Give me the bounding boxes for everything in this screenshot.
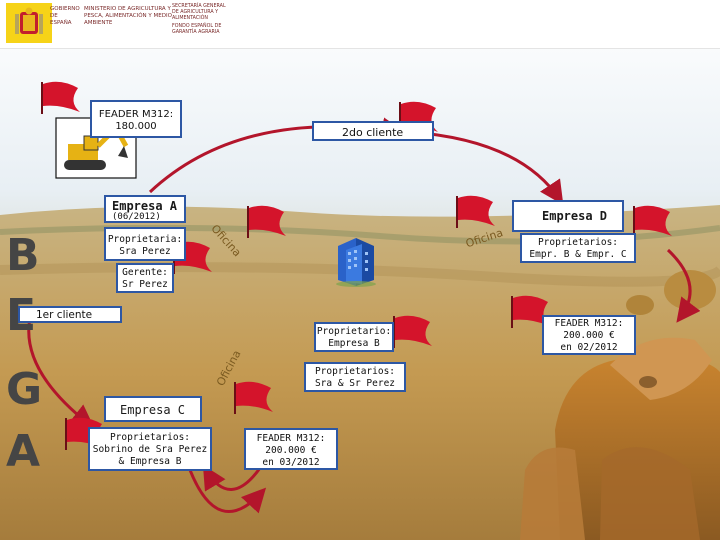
feader-022012-box: FEADER M312: 200.000 € en 02/2012 — [542, 315, 636, 355]
fondo-label: FONDO ESPAÑOL DE GARANTÍA AGRARIA — [172, 24, 222, 36]
empresa-c-box: Empresa C — [104, 396, 202, 422]
gerente-line2: Sr Perez — [122, 279, 168, 290]
feader-032012-line2: 200.000 € — [265, 445, 317, 456]
empresa-c-owners-line3: & Empresa B — [118, 456, 182, 467]
ministry-label: MINISTERIO DE AGRICULTURA Y PESCA, ALIME… — [84, 6, 172, 26]
header-bar: GOBIERNO DE ESPAÑA MINISTERIO DE AGRICUL… — [0, 0, 720, 49]
empresa-d-owners-box: Proprietarios: Empr. B & Empr. C — [520, 233, 636, 263]
primer-cliente-label: 1er cliente — [36, 309, 93, 321]
empresa-b-owner-line2: Empresa B — [328, 338, 380, 349]
empresa-d-box: Empresa D — [512, 200, 624, 232]
empresa-d-title: Empresa D — [542, 209, 608, 223]
empresa-a-date: (06/2012) — [112, 212, 161, 222]
empresa-b-owner-line1: Proprietario: — [316, 326, 392, 337]
empresa-c-title: Empresa C — [120, 403, 186, 417]
empresa-c-owners-line2: Sobrino de Sra Perez — [92, 444, 208, 455]
ministry-text-panel — [52, 3, 230, 43]
feader-022012-line2: 200.000 € — [563, 330, 615, 341]
empresa-a-owner-box: Proprietaria: Sra Perez — [104, 227, 186, 261]
empresa-a-owner-line2: Sra Perez — [119, 246, 171, 257]
spain-coat-of-arms-icon — [15, 7, 43, 34]
gerente-box: Gerente: Sr Perez — [116, 263, 174, 293]
sra-sr-perez-line2: Sra & Sr Perez — [314, 378, 396, 389]
empresa-a-title: Empresa A — [112, 199, 178, 213]
feader-032012-box: FEADER M312: 200.000 € en 03/2012 — [244, 428, 338, 470]
sra-sr-perez-line1: Proprietarios: — [314, 366, 396, 377]
side-letter: A — [6, 426, 41, 477]
feader-032012-line3: en 03/2012 — [262, 457, 320, 468]
gov-label: GOBIERNO DE ESPAÑA — [50, 6, 80, 26]
sra-sr-perez-box: Proprietarios: Sra & Sr Perez — [304, 362, 406, 392]
feader-022012-line1: FEADER M312: — [554, 318, 624, 329]
cattle-illustration — [520, 337, 720, 540]
side-letter: G — [6, 364, 43, 415]
feader-180000-box: FEADER M312: 180.000 — [90, 100, 182, 138]
secretaria-label: SECRETARÍA GENERAL DE AGRICULTURA Y ALIM… — [172, 4, 226, 22]
segundo-cliente-box: 2do cliente — [312, 121, 434, 141]
empresa-c-owners-line1: Proprietarios: — [109, 432, 191, 443]
empresa-a-owner-line1: Proprietaria: — [107, 234, 183, 245]
side-letter: B — [6, 230, 40, 281]
empresa-d-owners-line1: Proprietarios: — [537, 237, 619, 248]
empresa-d-owners-line2: Empr. B & Empr. C — [529, 249, 627, 260]
gerente-line1: Gerente: — [122, 267, 168, 278]
office-building-icon — [336, 238, 376, 287]
feader-180000-line1: FEADER M312: — [98, 109, 174, 120]
empresa-a-box: Empresa A (06/2012) — [104, 195, 186, 223]
feader-180000-line2: 180.000 — [115, 121, 157, 132]
segundo-cliente-label: 2do cliente — [342, 126, 404, 139]
primer-cliente-box: 1er cliente — [18, 306, 122, 323]
feader-032012-line1: FEADER M312: — [256, 433, 326, 444]
empresa-b-owner-box: Proprietario: Empresa B — [314, 322, 394, 352]
government-logo-block — [6, 3, 230, 43]
empresa-c-owners-box: Proprietarios: Sobrino de Sra Perez & Em… — [88, 427, 212, 471]
feader-022012-line3: en 02/2012 — [560, 342, 618, 353]
